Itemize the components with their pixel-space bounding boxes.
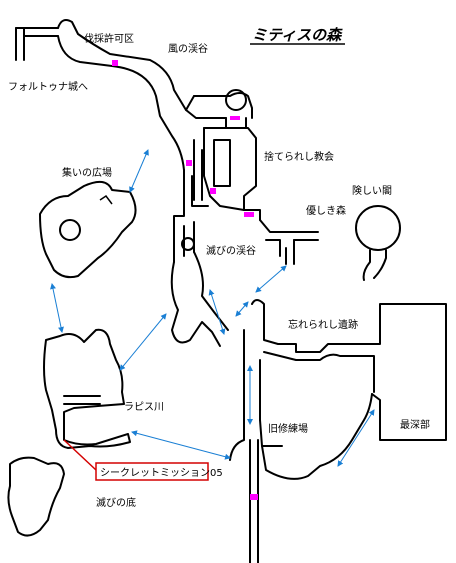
secret-mission-pointer <box>63 439 97 471</box>
fortuna-corridor <box>15 19 195 171</box>
forgotten-ruins <box>243 299 447 441</box>
ruined-valley-structure <box>170 169 229 347</box>
door-church-west <box>210 188 216 194</box>
old-training-ground <box>229 355 373 563</box>
label-wind-valley: 風の渓谷 <box>168 43 208 55</box>
steep-hill <box>355 205 401 281</box>
secret-mission-box[interactable] <box>95 462 209 481</box>
abandoned-church <box>193 127 261 221</box>
label-gathering-plaza: 集いの広場 <box>62 166 112 179</box>
door-bottom <box>250 494 258 500</box>
label-deepest-part: 最深部 <box>400 418 430 431</box>
doors <box>112 60 258 500</box>
label-ruined-valley: 滅びの渓谷 <box>206 245 256 257</box>
label-abandoned-church: 捨てられし教会 <box>264 150 334 163</box>
gentle-forest-junction <box>259 219 319 265</box>
label-forgotten-ruins: 忘れられし遺跡 <box>288 318 358 331</box>
label-steep-hill: 険しい閣 <box>352 185 392 197</box>
door-valley-left <box>186 160 192 166</box>
label-secret-mission[interactable]: シークレットミッション05 <box>100 467 223 479</box>
label-lapis-river: ラピス川 <box>124 401 164 413</box>
label-old-training-ground: 旧修練場 <box>268 422 308 435</box>
label-ruined-bottom: 滅びの底 <box>96 496 136 509</box>
label-logging-area: 伐採許可区 <box>84 32 134 45</box>
gathering-plaza <box>39 180 137 279</box>
label-fortuna-castle: フォルトゥナ城へ <box>8 81 88 93</box>
lapis-river <box>43 328 131 449</box>
label-gentle-forest: 優しき森 <box>306 204 346 217</box>
wind-valley-corridor <box>185 89 253 129</box>
warp-links <box>50 149 375 467</box>
ruined-bottom <box>7 456 65 537</box>
door-logging <box>112 60 118 66</box>
door-church-south <box>244 212 254 217</box>
map-title: ミティスの森 <box>252 26 343 44</box>
door-windvalley <box>230 116 240 120</box>
